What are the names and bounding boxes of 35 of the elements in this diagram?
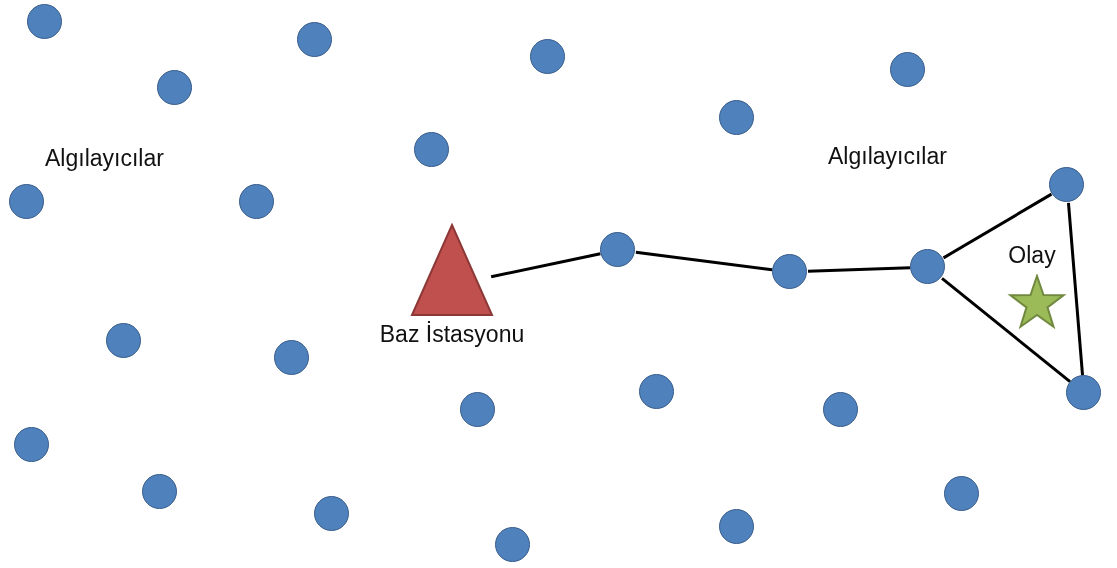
sensor-node bbox=[495, 527, 530, 562]
region-label: Algılayıcılar bbox=[45, 145, 164, 172]
sensor-node bbox=[772, 254, 807, 289]
connector-line bbox=[941, 277, 1071, 383]
sensor-node bbox=[600, 232, 635, 267]
sensor-node bbox=[1049, 167, 1084, 202]
sensor-node bbox=[314, 496, 349, 531]
connector-line bbox=[635, 250, 773, 272]
sensor-node bbox=[297, 22, 332, 57]
sensor-node bbox=[910, 249, 945, 284]
connector-line bbox=[1066, 202, 1085, 376]
sensor-node bbox=[639, 374, 674, 409]
connector-line bbox=[490, 252, 601, 279]
region-label: Algılayıcılar bbox=[828, 143, 947, 170]
node-label: Olay bbox=[1007, 242, 1057, 269]
sensor-node bbox=[719, 100, 754, 135]
sensor-node bbox=[27, 4, 62, 39]
sensor-node bbox=[157, 70, 192, 105]
sensor-node bbox=[239, 184, 274, 219]
sensor-node bbox=[944, 476, 979, 511]
sensor-node bbox=[14, 427, 49, 462]
sensor-node bbox=[9, 184, 44, 219]
sensor-node bbox=[719, 509, 754, 544]
connector-line bbox=[942, 192, 1053, 260]
sensor-node bbox=[1066, 375, 1101, 410]
node-label: Baz İstasyonu bbox=[378, 321, 526, 348]
sensor-node bbox=[460, 392, 495, 427]
sensor-node bbox=[823, 392, 858, 427]
sensor-node bbox=[530, 39, 565, 74]
sensor-node bbox=[142, 474, 177, 509]
sensor-node bbox=[106, 323, 141, 358]
sensor-node bbox=[274, 340, 309, 375]
sensor-node bbox=[414, 132, 449, 167]
sensor-node bbox=[890, 52, 925, 87]
connector-line bbox=[807, 266, 911, 273]
